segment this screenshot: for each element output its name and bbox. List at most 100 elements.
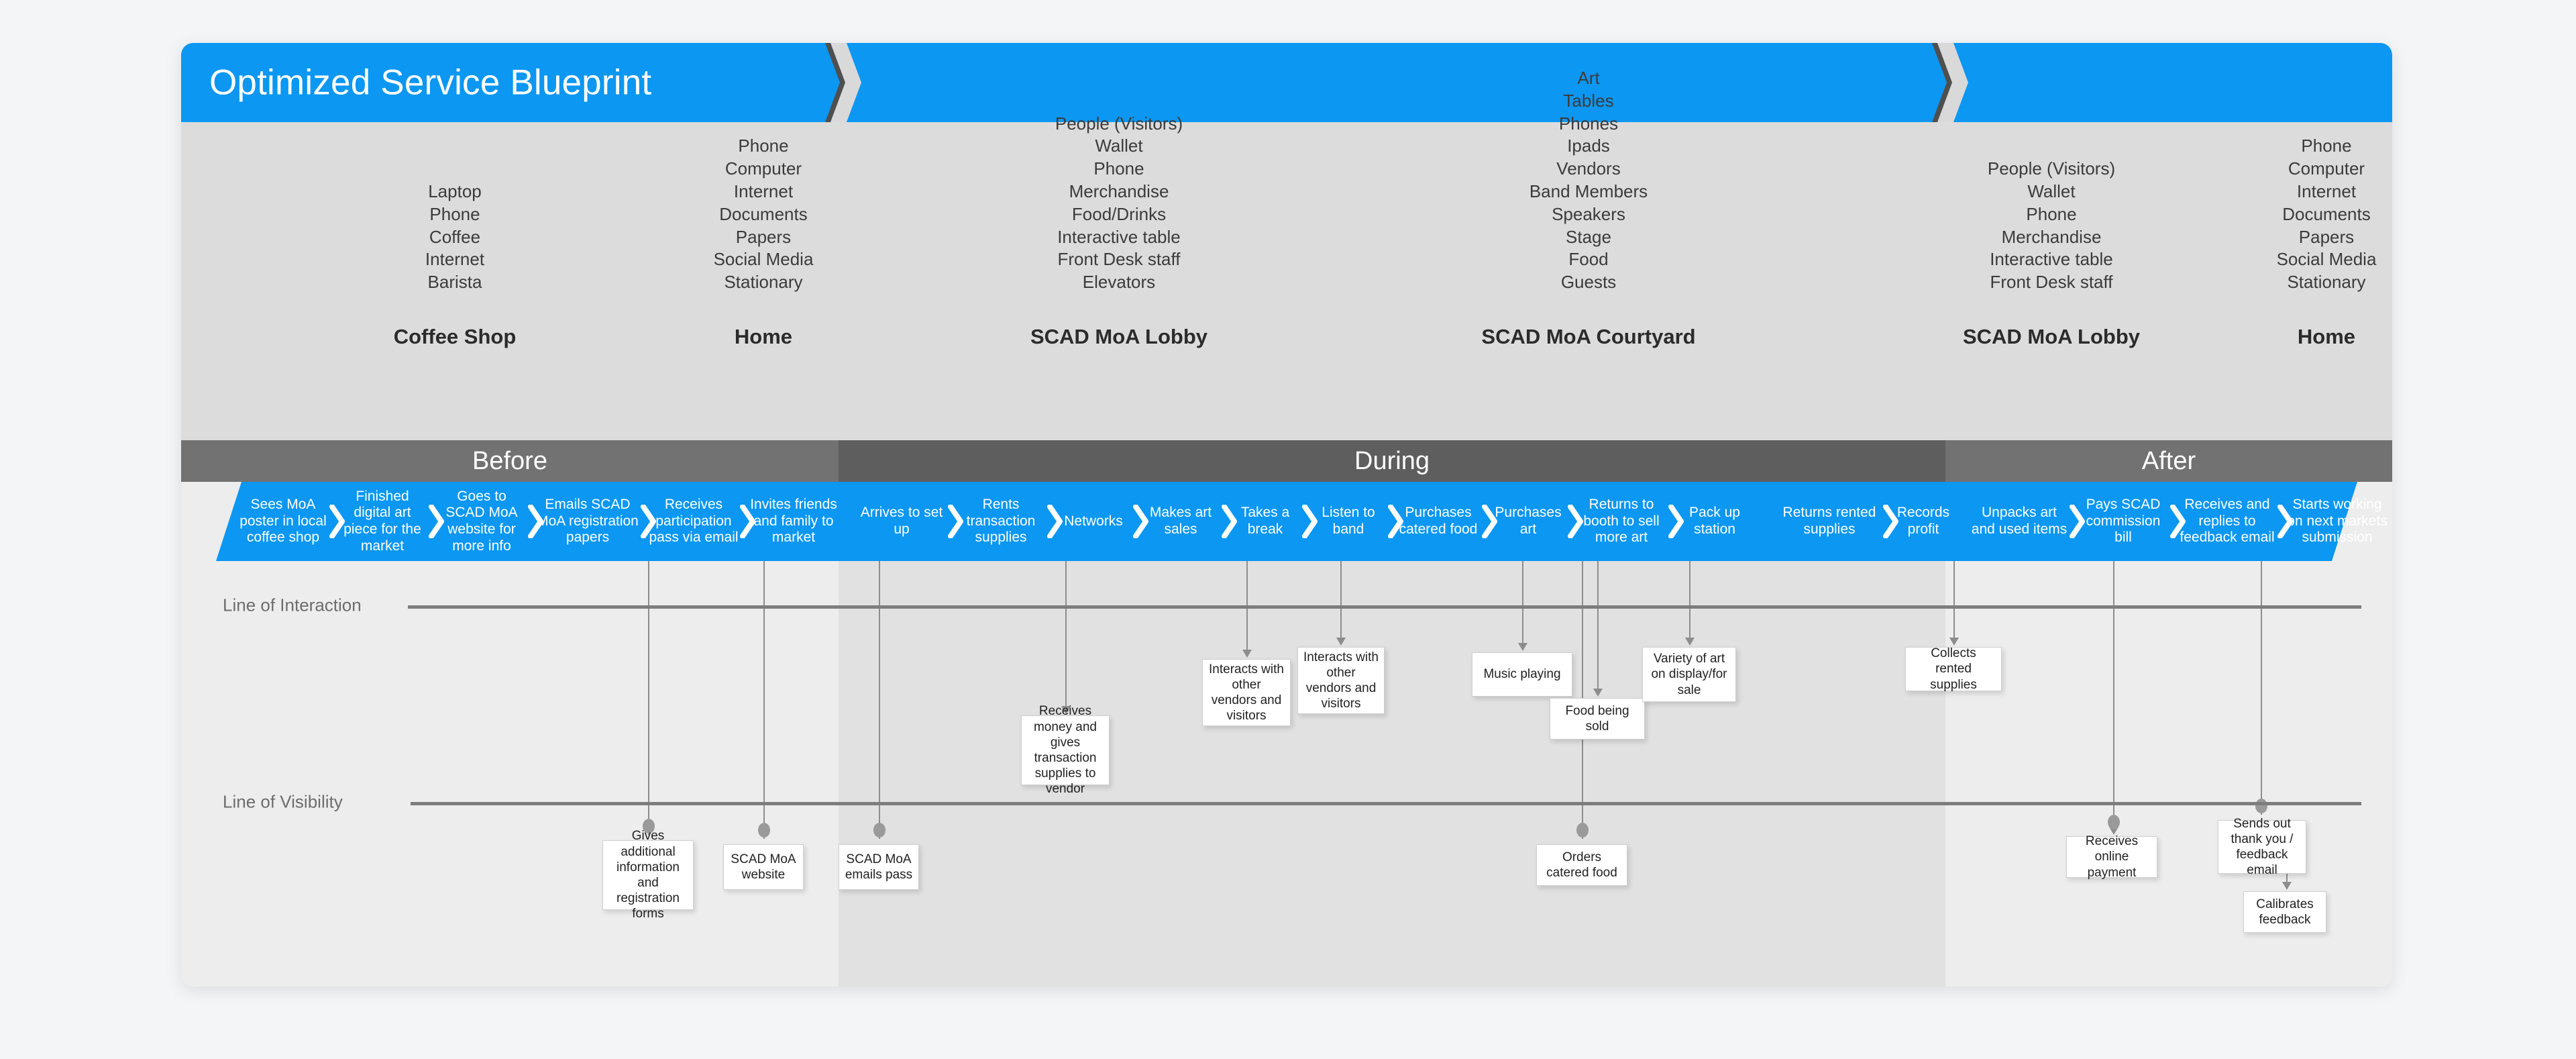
connector-arrowhead xyxy=(1518,643,1527,651)
journey-step[interactable]: Invites friends and family to market xyxy=(743,482,844,561)
physical-evidence-item: Papers xyxy=(2298,226,2355,247)
journey-step[interactable]: Goes to SCAD MoA website for more info xyxy=(432,482,531,561)
physical-evidence-item: Internet xyxy=(733,181,794,202)
connector-endpoint-dot xyxy=(758,823,770,838)
journey-step[interactable]: Pack up station xyxy=(1672,482,1758,561)
physical-evidence-item: Front Desk staff xyxy=(1057,249,1181,270)
backstage-note[interactable]: Variety of art on display/for sale xyxy=(1642,647,1736,702)
journey-step[interactable]: Finished digital art piece for the marke… xyxy=(333,482,432,561)
connector-line xyxy=(648,561,649,835)
backstage-note[interactable]: Interacts with other vendors and visitor… xyxy=(1297,647,1385,714)
journey-step-label: Receives participation pass via email xyxy=(649,497,739,546)
physical-evidence-title: SCAD MoA Lobby xyxy=(1962,325,2141,348)
support-process-note[interactable]: Calibrates feedback xyxy=(2243,891,2326,933)
backstage-note[interactable]: Collects rented supplies xyxy=(1905,646,2002,692)
backstage-note[interactable]: Music playing xyxy=(1472,652,1572,697)
journey-step[interactable]: Pays SCAD commission bill xyxy=(2073,482,2174,561)
journey-step[interactable]: Networks xyxy=(1051,482,1136,561)
physical-evidence-item: Documents xyxy=(719,203,808,224)
backstage-note[interactable]: Food being sold xyxy=(1550,698,1645,740)
journey-step-label: Records profit xyxy=(1896,505,1950,537)
note-label: Collects rented supplies xyxy=(1930,646,1977,692)
journey-step[interactable]: Rents transaction supplies xyxy=(951,482,1051,561)
journey-step[interactable]: Purchases catered food xyxy=(1391,482,1485,561)
journey-step-label: Sees MoA poster in local coffee shop xyxy=(239,497,327,546)
journey-step[interactable]: Sees MoA poster in local coffee shop xyxy=(233,482,333,561)
connector-line xyxy=(1522,561,1523,643)
physical-evidence-item: Social Media xyxy=(2276,249,2377,270)
journey-step-label: Returns to booth to sell more art xyxy=(1583,497,1660,546)
support-process-note[interactable]: SCAD MoA website xyxy=(723,844,804,890)
journey-step[interactable]: Starts working on next markets submissio… xyxy=(2281,482,2392,561)
line-of-interaction-label: Line of Interaction xyxy=(223,595,362,615)
journey-step[interactable]: Unpacks art and used items xyxy=(1966,482,2073,561)
journey-step-label: Finished digital art piece for the marke… xyxy=(343,488,421,554)
connector-line xyxy=(1689,561,1690,638)
physical-evidence-item: Papers xyxy=(735,226,792,247)
journey-step-label: Purchases catered food xyxy=(1399,505,1478,537)
journey-step[interactable]: Returns to booth to sell more art xyxy=(1571,482,1672,561)
support-process-note[interactable]: Sends out thank you / feedback email xyxy=(2218,817,2306,877)
journey-step[interactable]: Receives participation pass via email xyxy=(644,482,743,561)
physical-evidence-item: Coffee xyxy=(429,226,481,247)
journey-step[interactable]: Takes a break xyxy=(1225,482,1305,561)
connector-line xyxy=(1340,561,1342,638)
physical-evidence-item: Phone xyxy=(2301,136,2352,156)
support-process-note[interactable]: Gives additional information and registr… xyxy=(602,829,694,921)
header-bar: Optimized Service Blueprint xyxy=(181,43,2392,122)
connector-endpoint-dot xyxy=(873,823,885,838)
support-process-note[interactable]: Receives online payment xyxy=(2066,834,2157,880)
physical-evidence-item: People (Visitors) xyxy=(1055,113,1183,134)
journey-step-label: Unpacks art and used items xyxy=(1971,505,2068,537)
physical-evidence-item: Internet xyxy=(425,249,485,270)
connector-line xyxy=(879,561,880,839)
physical-evidence-item: People (Visitors) xyxy=(1987,158,2116,179)
connector-endpoint-dot xyxy=(2108,815,2120,829)
journey-step[interactable]: Purchases art xyxy=(1485,482,1571,561)
connector-line xyxy=(1065,561,1067,706)
note-label: SCAD MoA emails pass xyxy=(845,852,913,882)
journey-step[interactable]: Receives and replies to feedback email xyxy=(2174,482,2281,561)
journey-step[interactable]: Records profit xyxy=(1886,482,1960,561)
support-process-note[interactable]: Orders catered food xyxy=(1536,844,1627,886)
physical-evidence-item: Food/Drinks xyxy=(1071,203,1167,224)
journey-step-label: Goes to SCAD MoA website for more info xyxy=(445,488,518,554)
support-process-note[interactable]: SCAD MoA emails pass xyxy=(839,844,919,890)
connector-arrowhead xyxy=(1336,638,1346,646)
physical-evidence-item: Social Media xyxy=(713,249,814,270)
physical-evidence-item: Phone xyxy=(1093,158,1144,179)
physical-evidence-item: Phone xyxy=(2026,203,2077,224)
connector-arrowhead xyxy=(1061,706,1071,714)
line-of-interaction xyxy=(408,605,2361,609)
journey-step-label: Starts working on next markets submissio… xyxy=(2287,497,2387,546)
journey-step[interactable]: Makes art sales xyxy=(1136,482,1225,561)
backstage-note[interactable]: Receives money and gives transaction sup… xyxy=(1021,704,1110,796)
physical-evidence-item: Wallet xyxy=(2027,181,2076,202)
journey-step-label: Makes art sales xyxy=(1149,505,1212,537)
line-of-visibility-label: Line of Visibility xyxy=(223,791,343,812)
journey-step[interactable]: Listen to band xyxy=(1305,482,1391,561)
physical-evidence-title: Home xyxy=(2297,325,2356,348)
phase-label-during: During xyxy=(1354,446,1430,475)
physical-evidence-item: Front Desk staff xyxy=(1990,272,2113,293)
physical-evidence-item: Art xyxy=(1577,68,1600,89)
connector-endpoint-dot xyxy=(1576,823,1589,838)
backstage-note[interactable]: Interacts with other vendors and visitor… xyxy=(1202,659,1291,726)
journey-step[interactable]: Emails SCAD MoA registration papers xyxy=(531,482,644,561)
journey-step-label: Receives and replies to feedback email xyxy=(2180,497,2275,546)
connector-line xyxy=(1597,561,1599,689)
physical-evidence-item: Speakers xyxy=(1552,203,1625,224)
connector-endpoint-dot xyxy=(2255,799,2267,813)
physical-evidence-item: Food xyxy=(1568,249,1609,270)
journey-step-label: Pays SCAD commission bill xyxy=(2086,497,2161,546)
connector-arrowhead xyxy=(1593,689,1603,697)
journey-step[interactable]: Returns rented supplies xyxy=(1772,482,1886,561)
note-label: Interacts with other vendors and visitor… xyxy=(1209,662,1284,723)
journey-step[interactable]: Arrives to set up xyxy=(852,482,951,561)
phase-label-before: Before xyxy=(472,446,547,475)
physical-evidence-item: Phones xyxy=(1558,113,1619,134)
